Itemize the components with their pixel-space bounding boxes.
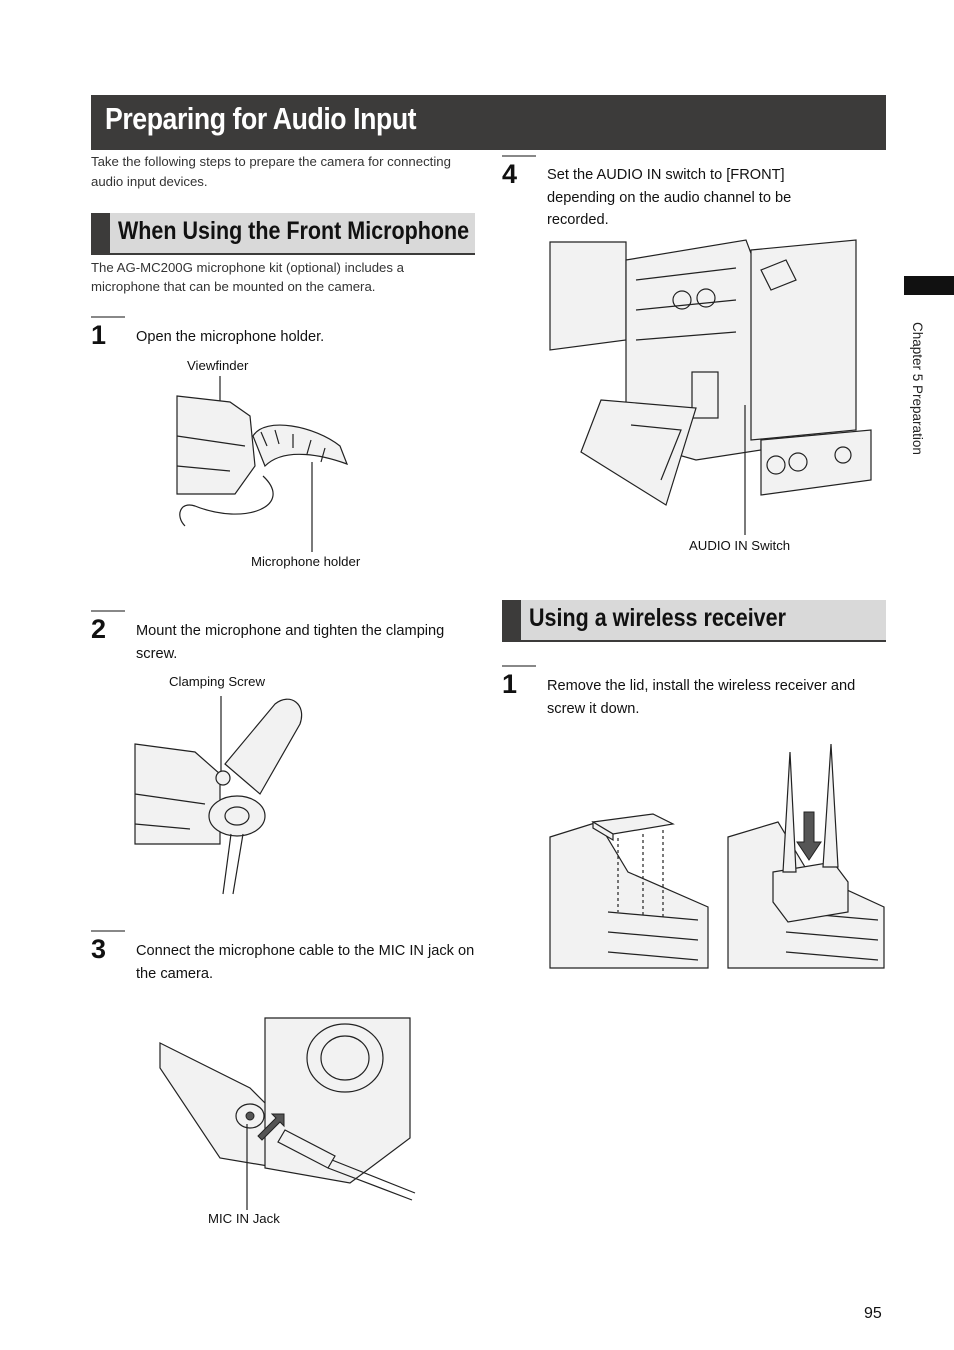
step-text: Connect the microphone cable to the MIC …: [136, 943, 475, 982]
step-number: 1: [91, 320, 107, 350]
step-divider: [91, 316, 125, 318]
step-number: 4: [502, 159, 518, 189]
section-title: Using a wireless receiver: [529, 604, 786, 632]
caption-clamping-screw: Clamping Screw: [169, 674, 266, 689]
page-title-bar: Preparing for Audio Input: [91, 95, 886, 150]
wireless-receiver-illustration: [549, 743, 885, 969]
step-number: 1: [502, 669, 518, 699]
step-number: 3: [91, 934, 107, 964]
microphone-holder-illustration: [176, 376, 349, 552]
step-divider: [502, 665, 536, 667]
heading-marker: [91, 213, 110, 253]
front-mic-description: The AG-MC200G microphone kit (optional) …: [91, 260, 404, 294]
intro-text: Take the following steps to prepare the …: [91, 154, 451, 189]
heading-marker: [502, 600, 521, 640]
microphone-mount-illustration: [134, 696, 303, 895]
caption-audio-in-switch: AUDIO IN Switch: [689, 538, 791, 553]
step-divider: [91, 610, 125, 612]
page-title: Preparing for Audio Input: [105, 101, 417, 136]
step-divider: [91, 930, 125, 932]
caption-viewfinder: Viewfinder: [187, 358, 249, 373]
section-heading-front-mic: When Using the Front Microphone: [91, 213, 475, 255]
step-text: Remove the lid, install the wireless rec…: [547, 678, 856, 717]
chapter-tab-marker: [904, 276, 954, 295]
step-text: Mount the microphone and tighten the cla…: [136, 623, 445, 662]
section-heading-wireless: Using a wireless receiver: [502, 600, 886, 642]
section-title: When Using the Front Microphone: [118, 217, 470, 245]
audio-in-switch-illustration: [549, 239, 872, 535]
step-text: Open the microphone holder.: [136, 329, 325, 345]
caption-mic-in-jack: MIC IN Jack: [208, 1211, 280, 1226]
caption-microphone-holder: Microphone holder: [251, 554, 361, 569]
page-number: 95: [864, 1305, 882, 1322]
mic-in-jack-illustration: [159, 1017, 416, 1210]
chapter-label: Chapter 5 Preparation: [910, 322, 925, 455]
step-number: 2: [91, 614, 107, 644]
step-text: Set the AUDIO IN switch to [FRONT] depen…: [547, 167, 792, 228]
step-divider: [502, 155, 536, 157]
